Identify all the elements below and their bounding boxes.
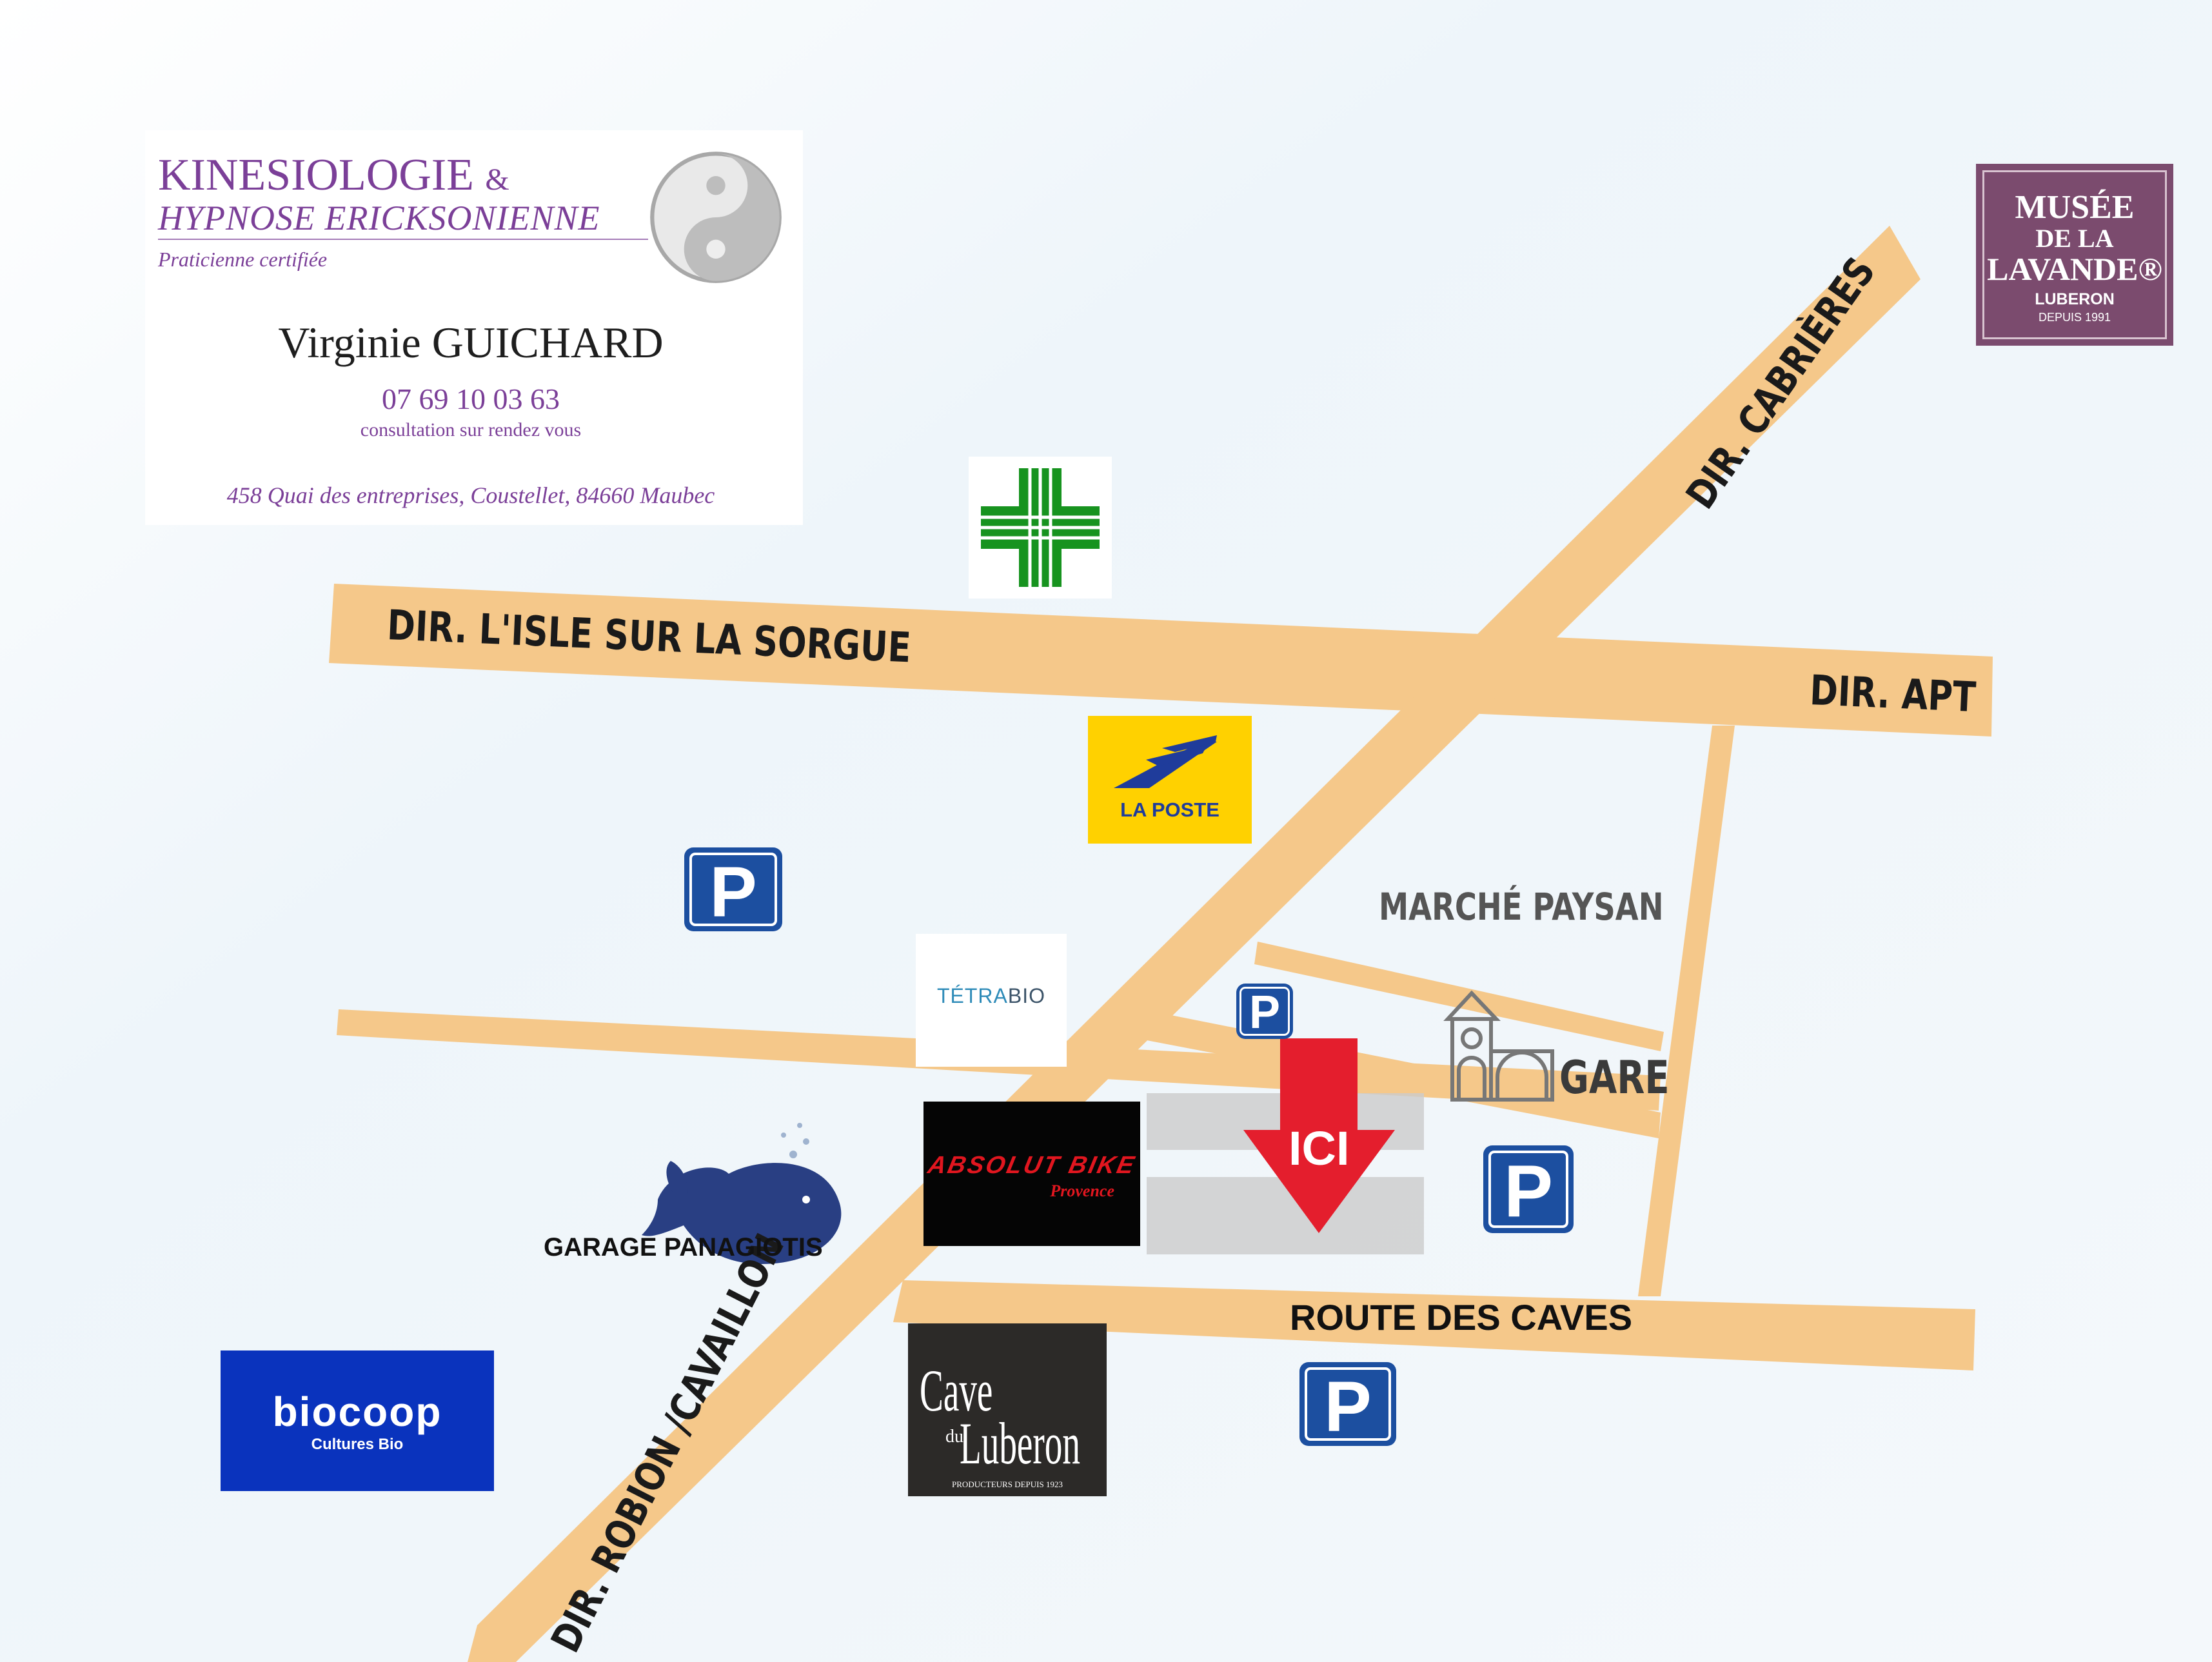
card-title: KINESIOLOGIE &	[158, 150, 509, 200]
road-isle-apt	[329, 584, 1993, 737]
cave-du-label: du	[945, 1427, 963, 1447]
musee-line1: MUSÉE	[2015, 189, 2135, 226]
parking-sign: P	[1236, 984, 1293, 1039]
musee-line2: DE LA	[2035, 224, 2114, 253]
road-label-apt: DIR. APT	[1808, 667, 1977, 722]
road-cabrieres-robion	[468, 226, 1921, 1662]
cave-du-luberon-logo: Cave du Luberon PRODUCTEURS DEPUIS 1923	[908, 1323, 1107, 1496]
road-vertical-gare	[1638, 726, 1735, 1296]
parking-strip-lower	[1147, 1177, 1424, 1254]
train-station-icon	[1443, 990, 1554, 1102]
consultation-note: consultation sur rendez vous	[360, 419, 582, 440]
parking-sign: P	[1299, 1362, 1396, 1447]
musee-line3: LAVANDE®	[1987, 251, 2162, 287]
cave-footer: PRODUCTEURS DEPUIS 1923	[952, 1479, 1063, 1489]
label-marche-paysan: MARCHÉ PAYSAN	[1379, 885, 1664, 929]
musee-frame	[1982, 170, 2167, 339]
musee-line4: LUBERON	[2035, 290, 2115, 308]
label-garage-panagiotis: GARAGE PANAGIOTIS	[544, 1233, 823, 1261]
tetrabio-logo: TÉTRABIO	[916, 934, 1067, 1067]
tetrabio-label: TÉTRABIO	[936, 984, 1045, 1007]
card-subtitle: HYPNOSE ERICKSONIENNE	[158, 199, 600, 237]
luberon-label: Luberon	[960, 1410, 1081, 1476]
label-route-des-caves: ROUTE DES CAVES	[1290, 1297, 1633, 1338]
yin-yang-icon	[650, 152, 782, 283]
biocoop-label: biocoop	[272, 1389, 442, 1435]
label-ici: ICI	[1289, 1122, 1350, 1175]
musee-lavande-logo: MUSÉE DE LA LAVANDE® LUBERON DEPUIS 1991	[1976, 164, 2173, 346]
whale-icon	[642, 1123, 842, 1264]
la-poste-label: LA POSTE	[1120, 798, 1220, 821]
biocoop-logo: biocoop Cultures Bio	[221, 1350, 494, 1491]
la-poste-logo: LA POSTE	[1088, 716, 1252, 844]
pharmacy-cross-icon	[981, 468, 1100, 587]
pharmacy-logo	[969, 457, 1112, 599]
practitioner-name: Virginie GUICHARD	[278, 318, 664, 367]
parking-sign: P	[684, 847, 782, 932]
cave-label: Cave	[920, 1358, 993, 1423]
card-divider	[158, 239, 648, 240]
absolut-provence-label: Provence	[1050, 1182, 1114, 1200]
label-gare: GARE	[1559, 1051, 1670, 1104]
parking-sign: P	[1483, 1145, 1574, 1233]
absolut-bike-logo: ABSOLUT BIKE Provence	[923, 1102, 1140, 1246]
business-card: KINESIOLOGIE & HYPNOSE ERICKSONIENNE Pra…	[145, 130, 803, 525]
card-amp: &	[485, 163, 509, 197]
biocoop-tagline: Cultures Bio	[311, 1436, 404, 1453]
phone-number[interactable]: 07 69 10 03 63	[382, 382, 560, 415]
road-small-join	[1254, 942, 1664, 1051]
la-poste-bird-icon	[1114, 735, 1217, 788]
absolut-bike-label: ABSOLUT BIKE	[925, 1152, 1139, 1179]
card-certified: Praticienne certifiée	[158, 248, 328, 271]
address: 458 Quai des entreprises, Coustellet, 84…	[226, 482, 715, 508]
ici-arrow	[1243, 1038, 1395, 1233]
musee-line5: DEPUIS 1991	[2038, 311, 2111, 324]
road-route-des-caves	[893, 1280, 1975, 1370]
